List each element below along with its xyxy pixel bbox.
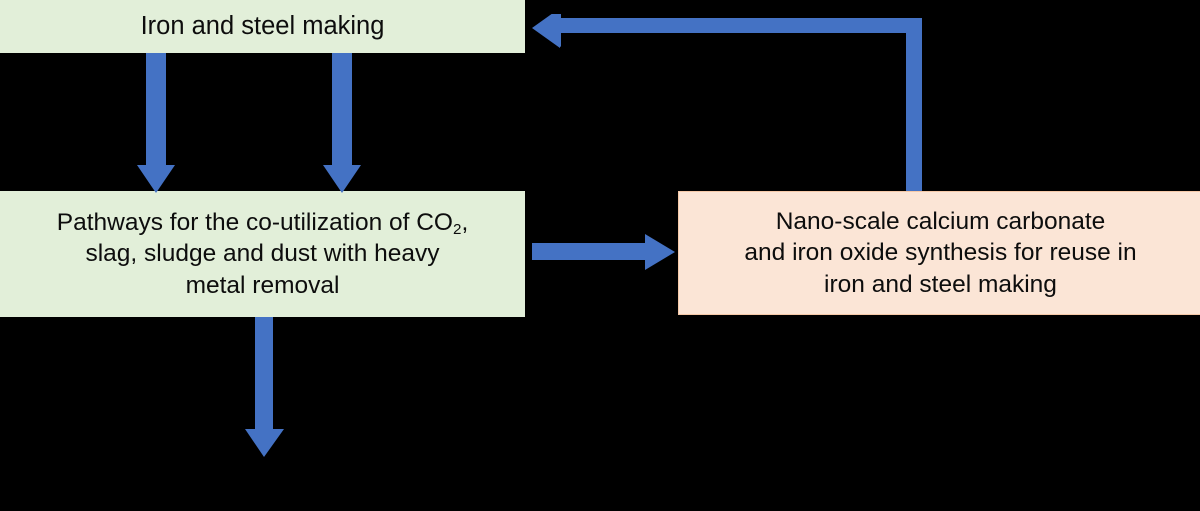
arrow-nano-to-iron-return — [530, 14, 926, 194]
box-iron-and-steel-making[interactable]: Iron and steel making — [0, 0, 525, 53]
box-nano-scale-label: Nano-scale calcium carbonate and iron ox… — [679, 206, 1200, 300]
box-pathways-line3: metal removal — [185, 271, 340, 299]
arrow-pathways-to-nano — [532, 232, 676, 272]
arrow-pathways-to-bottom-icon — [245, 317, 284, 457]
co2-subscript: 2 — [453, 220, 462, 238]
box-nano-scale-line2: and iron oxide synthesis for reuse in — [744, 239, 1137, 267]
box-nano-scale-line1: Nano-scale calcium carbonate — [775, 207, 1106, 235]
arrow-iron-to-pathways-right-icon — [323, 53, 361, 193]
arrow-pathways-to-nano-icon — [532, 234, 675, 270]
box-nano-scale-line3: iron and steel making — [824, 270, 1057, 298]
arrow-iron-to-pathways-left-icon — [137, 53, 175, 193]
box-nano-scale-synthesis[interactable]: Nano-scale calcium carbonate and iron ox… — [678, 191, 1200, 315]
box-pathways-co-utilization[interactable]: Pathways for the co-utilization of CO2, … — [0, 191, 525, 317]
box-pathways-line1-a: Pathways for the co-utilization of CO — [56, 208, 453, 236]
arrow-iron-to-pathways-right — [322, 53, 362, 193]
box-pathways-label: Pathways for the co-utilization of CO2, … — [1, 207, 524, 301]
arrow-nano-to-iron-return-icon — [532, 14, 922, 191]
arrow-pathways-to-bottom — [244, 317, 286, 459]
box-pathways-line2: slag, sludge and dust with heavy — [85, 240, 440, 268]
arrow-iron-to-pathways-left — [136, 53, 176, 193]
box-pathways-line1-b: , — [461, 208, 469, 236]
box-iron-and-steel-making-label: Iron and steel making — [140, 12, 385, 41]
